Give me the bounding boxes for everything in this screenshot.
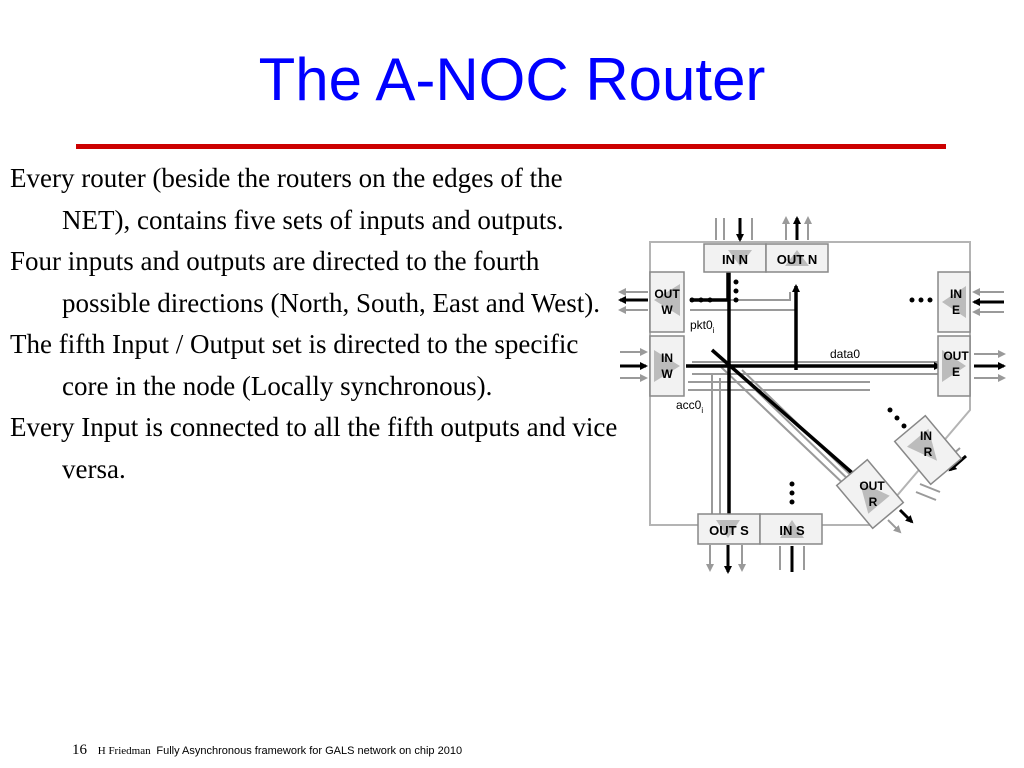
port-in-s-label: IN S	[779, 523, 805, 538]
port-out-r-label-1: OUT	[859, 479, 885, 493]
port-in-w-label-1: IN	[661, 351, 673, 365]
external-arrows-north	[715, 216, 812, 242]
router-frame	[649, 241, 971, 526]
port-out-w-label-2: W	[661, 303, 673, 317]
internal-gray-wires	[688, 292, 940, 520]
port-in-e-label-1: IN	[950, 287, 962, 301]
bullet-2: Four inputs and outputs are directed to …	[10, 246, 601, 318]
footer-caption: Fully Asynchronous framework for GALS ne…	[156, 745, 463, 757]
router-diagram: IN N OUT N OUT W IN W IN E OUT E IN R	[618, 216, 1006, 574]
port-out-e-label-1: OUT	[943, 349, 969, 363]
port-in-n-label: IN N	[722, 252, 748, 267]
port-out-r-label-2: R	[869, 495, 878, 509]
bullet-1: Every router (beside the routers on the …	[10, 163, 564, 235]
bullet-4: Every Input is connected to all the fift…	[10, 412, 618, 484]
external-arrows-south	[706, 545, 805, 574]
port-out-n-label: OUT N	[777, 252, 817, 267]
port-in-r-label-2: R	[924, 445, 933, 459]
page-number: 16	[72, 742, 87, 758]
signal-acc-label: acc0i	[676, 398, 703, 415]
port-in-r	[893, 414, 963, 486]
bullet-3: The fifth Input / Output set is directed…	[10, 329, 579, 401]
ellipsis-dots	[689, 279, 933, 505]
slide-title: The A-NOC Router	[258, 46, 766, 113]
footer-author: H Friedman	[97, 745, 151, 757]
signal-pkt-label: pkt0i	[690, 318, 715, 335]
signal-data-label: data0	[830, 347, 860, 361]
external-arrows-east	[972, 288, 1006, 382]
slide-footer: 16 H Friedman Fully Asynchronous framewo…	[72, 742, 462, 759]
external-arrows-west	[618, 288, 648, 382]
port-out-r	[835, 458, 905, 530]
title-underline	[76, 144, 946, 149]
port-out-s-label: OUT S	[709, 523, 749, 538]
port-out-w-label-1: OUT	[654, 287, 680, 301]
port-in-r-label-1: IN	[920, 429, 932, 443]
port-in-e-label-2: E	[952, 303, 960, 317]
bullet-list: Every router (beside the routers on the …	[10, 158, 630, 490]
port-out-e-label-2: E	[952, 365, 960, 379]
internal-black-wires	[686, 258, 942, 522]
port-in-w-label-2: W	[661, 367, 673, 381]
